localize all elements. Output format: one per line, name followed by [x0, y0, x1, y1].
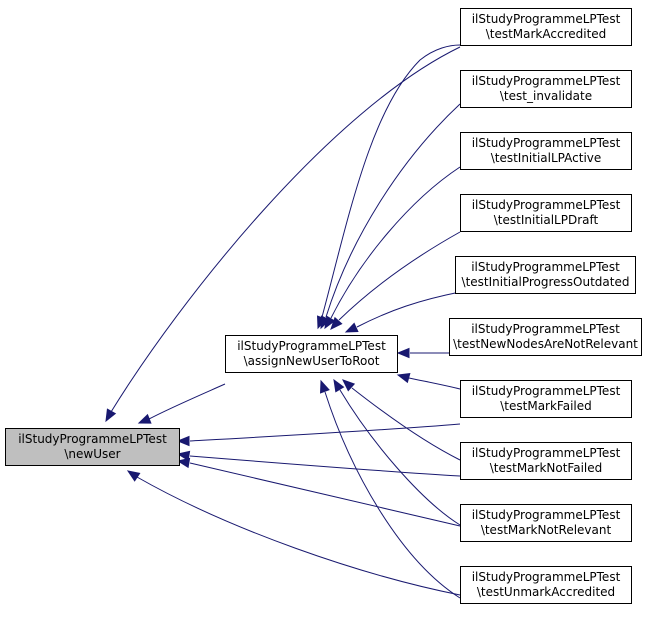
edge-arrowhead — [342, 379, 356, 392]
edge-arrowhead — [137, 413, 152, 424]
edge-test_invalidate-to-assignNewUserToRoot — [320, 103, 461, 330]
node-box[interactable] — [460, 132, 632, 170]
node-box[interactable] — [460, 380, 632, 418]
node-box[interactable] — [460, 566, 632, 604]
edge-arrowhead — [126, 470, 141, 482]
node-method-label: \testUnmarkAccredited — [477, 585, 615, 599]
node-method-label: \testMarkFailed — [500, 399, 592, 413]
node-testMarkNotFailed[interactable]: ilStudyProgrammeLPTest\testMarkNotFailed — [460, 442, 632, 480]
node-method-label: \testInitialLPDraft — [494, 213, 599, 227]
edges-layer — [105, 44, 461, 599]
node-method-label: \testMarkAccredited — [486, 27, 607, 41]
edge-line — [324, 391, 461, 599]
node-testUnmarkAccredited[interactable]: ilStudyProgrammeLPTest\testUnmarkAccredi… — [460, 566, 632, 604]
edge-line — [325, 103, 461, 318]
edge-arrowhead — [105, 408, 117, 423]
edge-line — [356, 291, 461, 328]
edge-arrowhead — [344, 322, 359, 333]
node-box[interactable] — [449, 318, 642, 356]
node-class-label: ilStudyProgrammeLPTest — [472, 136, 621, 150]
node-class-label: ilStudyProgrammeLPTest — [471, 322, 620, 336]
edge-testMarkFailed-to-newUser — [176, 423, 461, 447]
node-class-label: ilStudyProgrammeLPTest — [471, 260, 620, 274]
node-method-label: \testInitialProgressOutdated — [462, 275, 630, 289]
edge-line — [321, 44, 461, 318]
node-box[interactable] — [460, 504, 632, 542]
edge-line — [189, 462, 461, 527]
node-newUser[interactable]: ilStudyProgrammeLPTest\newUser — [5, 428, 180, 466]
edge-testMarkFailed-to-assignNewUserToRoot — [396, 372, 461, 390]
node-testMarkFailed[interactable]: ilStudyProgrammeLPTest\testMarkFailed — [460, 380, 632, 418]
node-testMarkNotRelevant[interactable]: ilStudyProgrammeLPTest\testMarkNotReleva… — [460, 504, 632, 542]
edge-arrowhead — [320, 379, 330, 394]
edge-line — [136, 476, 461, 596]
edge-testMarkNotRelevant-to-newUser — [176, 457, 461, 527]
node-assignNewUserToRoot[interactable]: ilStudyProgrammeLPTest\assignNewUserToRo… — [225, 335, 398, 373]
node-box[interactable] — [460, 70, 632, 108]
edge-arrowhead — [324, 315, 336, 330]
edge-arrowhead — [396, 347, 410, 359]
edge-testInitialLPActive-to-assignNewUserToRoot — [324, 166, 461, 330]
nodes-layer: ilStudyProgrammeLPTest\newUserilStudyPro… — [5, 8, 642, 604]
edge-line — [189, 455, 461, 477]
node-class-label: ilStudyProgrammeLPTest — [472, 570, 621, 584]
node-method-label: \testInitialLPActive — [491, 151, 602, 165]
node-class-label: ilStudyProgrammeLPTest — [472, 198, 621, 212]
edge-line — [148, 383, 226, 420]
edge-arrowhead — [176, 450, 191, 462]
edge-testUnmarkAccredited-to-assignNewUserToRoot — [320, 379, 461, 599]
edge-line — [189, 423, 461, 442]
node-class-label: ilStudyProgrammeLPTest — [472, 384, 621, 398]
edge-testMarkAccredited-to-assignNewUserToRoot — [317, 44, 461, 330]
edge-arrowhead — [396, 372, 411, 384]
node-test_invalidate[interactable]: ilStudyProgrammeLPTest\test_invalidate — [460, 70, 632, 108]
edge-testNewNodesAreNotRelevant-to-assignNewUserToRoot — [396, 347, 449, 359]
node-box[interactable] — [460, 194, 632, 232]
edge-line — [338, 231, 461, 321]
edge-arrowhead — [176, 457, 191, 469]
edge-testMarkNotFailed-to-assignNewUserToRoot — [342, 379, 461, 461]
node-method-label: \assignNewUserToRoot — [244, 354, 380, 368]
edge-arrowhead — [330, 316, 343, 330]
node-class-label: ilStudyProgrammeLPTest — [237, 339, 386, 353]
edge-line — [351, 387, 461, 461]
node-class-label: ilStudyProgrammeLPTest — [472, 508, 621, 522]
node-box[interactable] — [5, 428, 180, 466]
edge-line — [330, 166, 461, 319]
node-class-label: ilStudyProgrammeLPTest — [472, 12, 621, 26]
node-testInitialLPDraft[interactable]: ilStudyProgrammeLPTest\testInitialLPDraf… — [460, 194, 632, 232]
edge-line — [110, 46, 461, 413]
node-class-label: ilStudyProgrammeLPTest — [18, 432, 167, 446]
node-class-label: ilStudyProgrammeLPTest — [472, 74, 621, 88]
edge-testUnmarkAccredited-to-newUser — [126, 470, 461, 596]
node-method-label: \testMarkNotFailed — [490, 461, 603, 475]
node-class-label: ilStudyProgrammeLPTest — [472, 446, 621, 460]
node-testMarkAccredited[interactable]: ilStudyProgrammeLPTest\testMarkAccredite… — [460, 8, 632, 46]
edge-arrowhead — [176, 435, 190, 447]
edge-line — [339, 389, 461, 526]
edge-testInitialProgressOutdated-to-assignNewUserToRoot — [344, 291, 461, 333]
edge-assignNewUserToRoot-to-newUser — [137, 383, 226, 424]
edge-testInitialLPDraft-to-assignNewUserToRoot — [330, 231, 461, 330]
node-method-label: \test_invalidate — [500, 89, 592, 103]
edge-line — [408, 377, 461, 390]
node-testNewNodesAreNotRelevant[interactable]: ilStudyProgrammeLPTest\testNewNodesAreNo… — [449, 318, 642, 356]
node-box[interactable] — [460, 442, 632, 480]
edge-testMarkAccredited-to-newUser — [105, 46, 461, 423]
edge-arrowhead — [333, 378, 345, 393]
node-testInitialLPActive[interactable]: ilStudyProgrammeLPTest\testInitialLPActi… — [460, 132, 632, 170]
node-box[interactable] — [225, 335, 398, 373]
node-testInitialProgressOutdated[interactable]: ilStudyProgrammeLPTest\testInitialProgre… — [455, 256, 636, 294]
node-box[interactable] — [460, 8, 632, 46]
node-box[interactable] — [455, 256, 636, 294]
node-method-label: \newUser — [64, 447, 120, 461]
node-method-label: \testNewNodesAreNotRelevant — [453, 337, 638, 351]
edge-testMarkNotFailed-to-newUser — [176, 450, 461, 477]
node-method-label: \testMarkNotRelevant — [481, 523, 612, 537]
edge-testMarkNotRelevant-to-assignNewUserToRoot — [333, 378, 461, 526]
